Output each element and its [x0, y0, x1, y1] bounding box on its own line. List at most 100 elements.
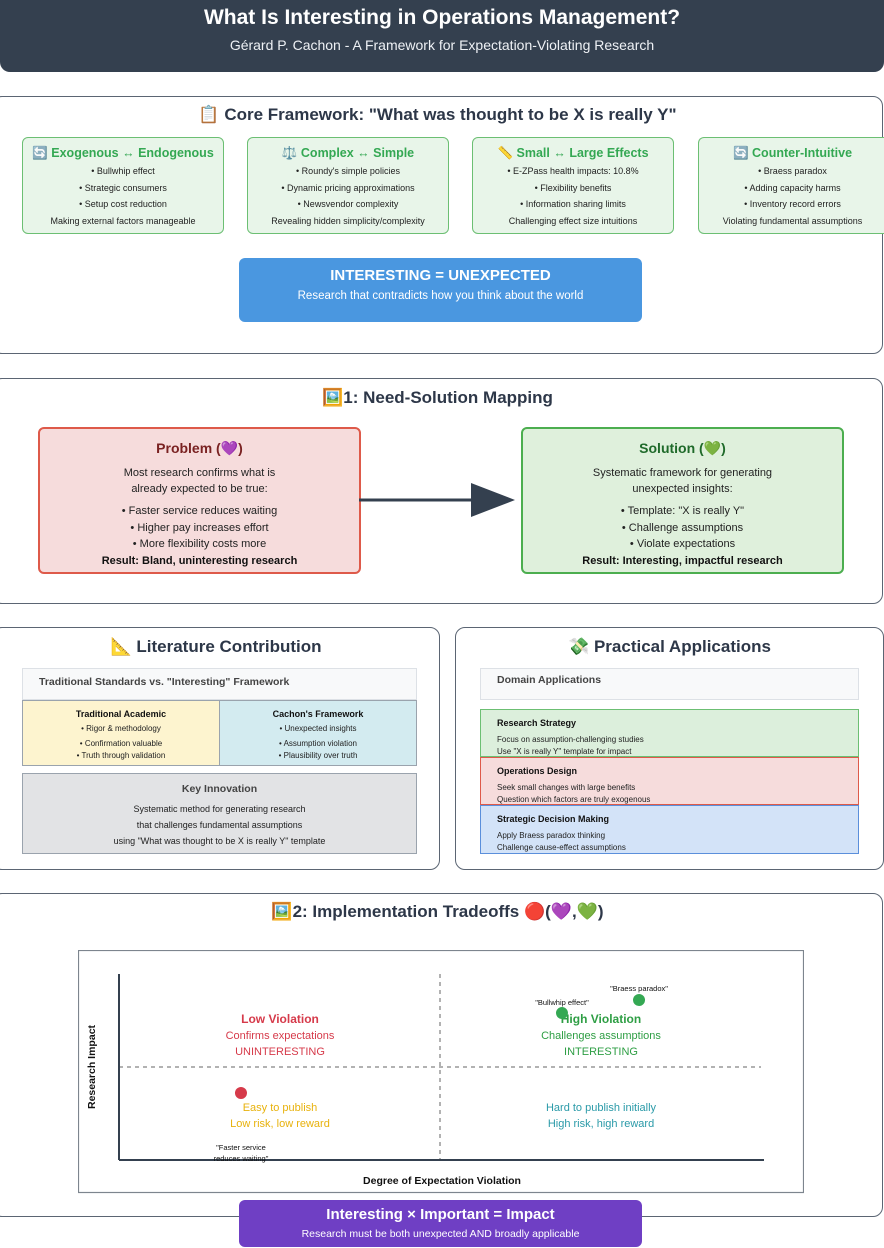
high-violation-title: High Violation [561, 1012, 641, 1026]
operations-design-item: Operations Design Seek small changes wit… [480, 757, 859, 805]
card-title: Complex ↔ Simple [300, 146, 415, 160]
strategic-decision-item: Strategic Decision Making Apply Braess p… [480, 805, 859, 854]
card-item: • Inventory record errors [744, 199, 841, 209]
money-wings-icon: 💸 [568, 637, 590, 657]
data-point-label: "Bullwhip effect" [535, 998, 589, 1007]
card-summary: Violating fundamental assumptions [722, 215, 863, 226]
domain-title: Strategic Decision Making [497, 814, 610, 824]
impact-subtitle: Research must be both unexpected AND bro… [301, 1228, 580, 1240]
need-solution-title: 🖼️1: Need-Solution Mapping [322, 388, 553, 408]
purple-heart-icon: 💜 [220, 441, 239, 457]
solution-item: • Challenge assumptions [621, 521, 744, 534]
cycle-icon: 🔄 [732, 145, 749, 160]
card-title: Small ↔ Large Effects [516, 146, 649, 160]
data-point-label: "Braess paradox" [610, 984, 668, 993]
green-heart-icon: 💚 [576, 902, 598, 922]
research-strategy-item: Research Strategy Focus on assumption-ch… [480, 709, 859, 757]
innovation-line: using "What was thought to be X is reall… [113, 836, 326, 846]
card-item: • Newsvendor complexity [297, 199, 399, 209]
triangle-ruler-icon: 📐 [110, 637, 132, 657]
easy-publish-line: Low risk, low reward [230, 1118, 330, 1130]
tradeoffs-section: 🖼️2: Implementation Tradeoffs 🔴(💜,💚) Deg… [0, 893, 883, 1217]
core-framework-section: 📋 Core Framework: "What was thought to b… [0, 96, 884, 354]
y-axis-label: Research Impact [86, 1024, 98, 1109]
cell-title: Traditional Academic [75, 709, 167, 719]
card-item: • E-ZPass health impacts: 10.8% [507, 166, 639, 176]
cell-item: • Truth through validation [76, 751, 166, 760]
easy-publish-line: Easy to publish [243, 1102, 318, 1114]
core-framework-title: 📋 Core Framework: "What was thought to b… [198, 105, 677, 125]
cycle-icon: 🔄 [32, 145, 48, 160]
data-point-label: reduces waiting" [214, 1154, 269, 1163]
problem-box: Problem (💜) Most research confirms what … [38, 427, 361, 574]
card-title: Counter-Intuitive [752, 146, 853, 160]
need-solution-section: 🖼️1: Need-Solution Mapping Problem (💜) M… [0, 378, 883, 604]
card-summary: Revealing hidden simplicity/complexity [271, 215, 425, 226]
card-item: • Roundy's simple policies [296, 166, 400, 176]
domain-line: Apply Braess paradox thinking [497, 831, 606, 840]
data-point [633, 994, 646, 1007]
solution-box: Solution (💚) Systematic framework for ge… [521, 427, 844, 574]
complex-simple-card: ⚖️ Complex ↔ Simple • Roundy's simple po… [247, 137, 449, 234]
card-item: • Bullwhip effect [91, 166, 155, 176]
innovation-line: that challenges fundamental assumptions [136, 820, 303, 830]
literature-section: 📐 Literature Contribution Traditional St… [0, 627, 440, 870]
picture-icon: 🖼️ [271, 902, 293, 922]
x-axis-label: Degree of Expectation Violation [363, 1175, 521, 1187]
cell-title: Cachon's Framework [272, 709, 364, 719]
banner-title: INTERESTING = UNEXPECTED [330, 267, 551, 284]
cachon-framework-cell: Cachon's Framework • Unexpected insights… [219, 700, 417, 766]
mapping-arrow [359, 483, 515, 517]
innovation-title: Key Innovation [181, 783, 258, 795]
literature-title: 📐 Literature Contribution [110, 637, 322, 657]
cell-item: • Plausibility over truth [278, 751, 358, 760]
solution-item: • Template: "X is really Y" [620, 505, 745, 517]
applications-section: 💸 Practical Applications Domain Applicat… [455, 627, 884, 870]
clipboard-icon: 📋 [198, 105, 220, 125]
solution-result: Result: Interesting, impactful research [582, 554, 783, 567]
applications-title: 💸 Practical Applications [568, 637, 771, 657]
page-header: What Is Interesting in Operations Manage… [0, 0, 884, 72]
domain-line: Challenge cause-effect assumptions [497, 843, 626, 852]
cell-item: • Confirmation valuable [79, 738, 163, 748]
solution-item: • Violate expectations [629, 538, 736, 550]
key-innovation-box: Key Innovation Systematic method for gen… [22, 773, 417, 854]
card-summary: Challenging effect size intuitions [508, 215, 638, 226]
data-point [555, 1007, 568, 1020]
hard-publish-line: Hard to publish initially [546, 1102, 657, 1114]
problem-intro: Most research confirms what is already e… [123, 467, 276, 495]
card-summary: Making external factors manageable [50, 215, 196, 226]
card-item: • Information sharing limits [520, 199, 626, 209]
cell-item: • Unexpected insights [279, 724, 357, 733]
interesting-unexpected-banner: INTERESTING = UNEXPECTED Research that c… [239, 258, 642, 322]
data-point [234, 1087, 247, 1100]
card-item: • Braess paradox [758, 166, 827, 176]
impact-title: Interesting × Important = Impact [326, 1206, 555, 1223]
comparison-table-title: Traditional Standards vs. "Interesting" … [22, 668, 417, 700]
tradeoffs-title: 🖼️2: Implementation Tradeoffs 🔴(💜,💚) [271, 902, 604, 922]
cell-item: • Assumption violation [279, 738, 357, 748]
picture-icon: 🖼️ [322, 388, 344, 408]
card-title: Exogenous ↔ Endogenous [51, 146, 214, 160]
low-violation-line: UNINTERESTING [235, 1046, 325, 1058]
domain-line: Use "X is really Y" template for impact [497, 747, 632, 756]
page-subtitle: Gérard P. Cachon - A Framework for Expec… [229, 37, 655, 53]
low-violation-line: Confirms expectations [226, 1030, 335, 1042]
hard-publish-line: High risk, high reward [548, 1118, 654, 1130]
problem-item: • More flexibility costs more [132, 538, 267, 550]
high-violation-line: INTERESTING [564, 1046, 638, 1058]
domain-line: Seek small changes with large benefits [497, 783, 636, 792]
card-item: • Dynamic pricing approximations [281, 182, 415, 193]
small-large-effects-card: 📏 Small ↔ Large Effects • E-ZPass health… [472, 137, 674, 234]
red-circle-icon: 🔴 [524, 902, 546, 922]
exogenous-endogenous-card: 🔄 Exogenous ↔ Endogenous • Bullwhip effe… [22, 137, 224, 234]
domain-line: Focus on assumption-challenging studies [497, 735, 644, 744]
impact-banner: Interesting × Important = Impact Researc… [239, 1200, 642, 1247]
problem-title: Problem (💜) [156, 440, 243, 457]
problem-item: • Faster service reduces waiting [121, 505, 278, 517]
domain-line: Question which factors are truly exogeno… [497, 795, 651, 804]
solution-title: Solution (💚) [639, 440, 726, 457]
chart-frame [78, 950, 804, 1194]
low-violation-title: Low Violation [241, 1012, 319, 1026]
